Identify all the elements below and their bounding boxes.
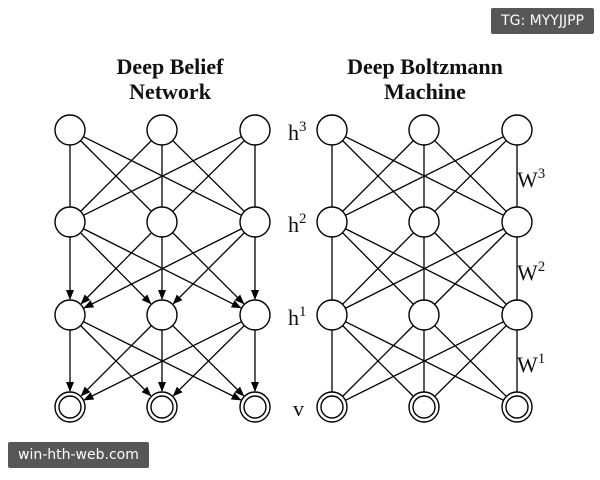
label-h1-base: h bbox=[288, 305, 299, 330]
dbn-node-l2-2 bbox=[239, 299, 271, 331]
dbm-title: Deep Boltzmann Machine bbox=[300, 54, 550, 104]
label-h3-base: h bbox=[288, 120, 299, 145]
dbn-node-l0-1 bbox=[146, 114, 178, 146]
dbm-node-l3-2-inner-ring bbox=[505, 395, 529, 419]
label-w2-base: W bbox=[517, 260, 538, 285]
dbn-node-l0-2 bbox=[239, 114, 271, 146]
dbm-node-l2-1 bbox=[408, 299, 440, 331]
dbm-node-l1-2 bbox=[501, 206, 533, 238]
dbn-edge-l1-2-1 bbox=[172, 232, 245, 305]
dbn-node-l1-1 bbox=[146, 206, 178, 238]
dbn-node-l1-2 bbox=[239, 206, 271, 238]
dbn-node-l2-0 bbox=[54, 299, 86, 331]
dbm-node-l3-1-inner-ring bbox=[412, 395, 436, 419]
label-h1-sup: 1 bbox=[299, 304, 306, 320]
dbn-edge-l2-2-1 bbox=[172, 325, 245, 397]
dbm-edge-l0-2-0 bbox=[345, 136, 504, 216]
dbm-edge-l0-1-0 bbox=[342, 140, 414, 212]
dbn-node-l3-0-inner-ring bbox=[58, 395, 82, 419]
label-h2-sup: 2 bbox=[299, 211, 306, 227]
label-v-base: v bbox=[293, 396, 304, 421]
dbn-node-l1-0 bbox=[54, 206, 86, 238]
dbm-edge-l2-2-1 bbox=[434, 325, 507, 397]
dbn-edge-l0-2-0 bbox=[83, 136, 242, 216]
label-h2-base: h bbox=[288, 212, 299, 237]
label-w2: W2 bbox=[517, 259, 545, 285]
dbn-title-line1: Deep Belief bbox=[116, 54, 224, 79]
watermark-bottom-left: win-hth-web.com bbox=[8, 442, 149, 468]
dbm-edge-l0-2-1 bbox=[434, 140, 507, 212]
dbm-title-line1: Deep Boltzmann bbox=[347, 54, 503, 79]
label-h1: h1 bbox=[288, 304, 306, 330]
dbm-node-l0-1 bbox=[408, 114, 440, 146]
dbn-node-l0-0 bbox=[54, 114, 86, 146]
dbm-edge-l1-1-0 bbox=[342, 232, 414, 305]
label-w3-base: W bbox=[517, 167, 538, 192]
dbn-edge-l2-2-0 bbox=[83, 321, 242, 401]
dbm-edge-l2-1-0 bbox=[342, 325, 414, 397]
dbm-edge-l1-2-0 bbox=[345, 228, 504, 309]
dbn-edge-l0-1-0 bbox=[80, 140, 152, 212]
dbn-edge-l0-2-1 bbox=[172, 140, 245, 212]
dbn-title: Deep Belief Network bbox=[60, 54, 280, 104]
dbn-node-l3-2-inner-ring bbox=[243, 395, 267, 419]
label-w1-base: W bbox=[517, 352, 538, 377]
dbm-edge-l1-2-1 bbox=[434, 232, 507, 305]
label-w1: W1 bbox=[517, 351, 545, 377]
label-w3-sup: 3 bbox=[538, 166, 545, 182]
dbm-node-l1-0 bbox=[316, 206, 348, 238]
label-v: v bbox=[293, 396, 304, 421]
dbm-node-l0-2 bbox=[501, 114, 533, 146]
dbm-node-l3-0-inner-ring bbox=[320, 395, 344, 419]
dbn-node-l2-1 bbox=[146, 299, 178, 331]
dbn-title-line2: Network bbox=[129, 79, 211, 104]
label-w1-sup: 1 bbox=[538, 351, 545, 367]
dbn-edge-l1-2-0 bbox=[83, 228, 242, 309]
label-h3: h3 bbox=[288, 119, 306, 145]
dbn-node-l3-1-inner-ring bbox=[150, 395, 174, 419]
dbn-edge-l2-1-0 bbox=[80, 325, 152, 397]
label-h2: h2 bbox=[288, 211, 306, 237]
dbm-title-line2: Machine bbox=[384, 79, 466, 104]
dbm-node-l2-0 bbox=[316, 299, 348, 331]
dbm-edge-l2-2-0 bbox=[345, 321, 504, 401]
watermark-top-right: TG: MYYJJPP bbox=[491, 8, 594, 34]
dbm-node-l2-2 bbox=[501, 299, 533, 331]
label-w3: W3 bbox=[517, 166, 545, 192]
dbn-edge-l1-1-0 bbox=[80, 232, 152, 305]
label-w2-sup: 2 bbox=[538, 259, 545, 275]
label-h3-sup: 3 bbox=[299, 119, 306, 135]
dbm-node-l0-0 bbox=[316, 114, 348, 146]
dbm-node-l1-1 bbox=[408, 206, 440, 238]
